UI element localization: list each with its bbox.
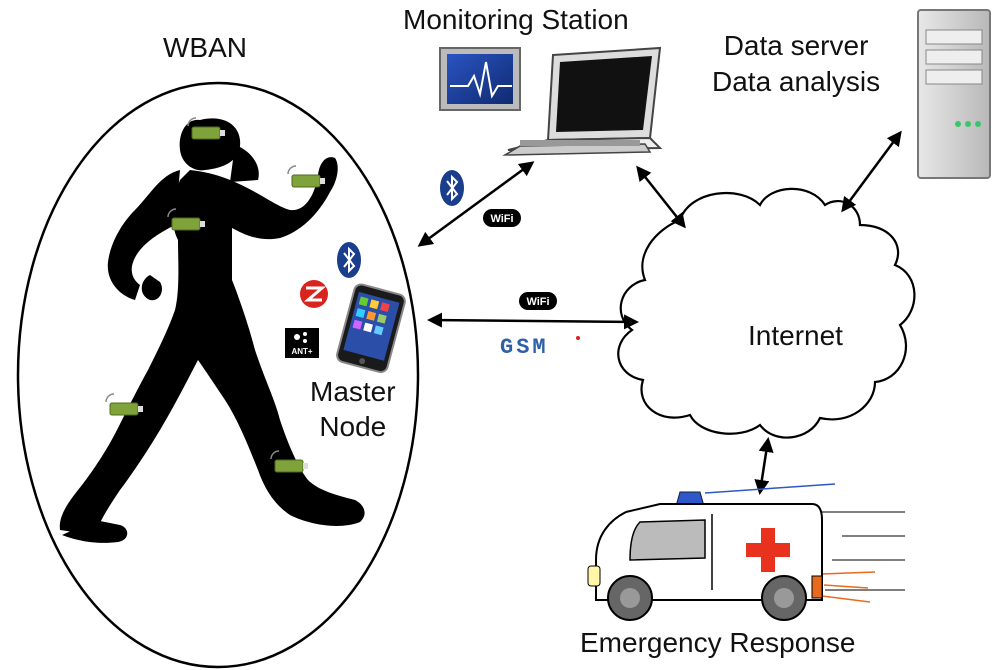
data-server-label: Data server Data analysis [712,28,880,100]
master-node-line1: Master [310,376,396,407]
sensor-chest [167,208,205,231]
ant-plus-icon: ANT+ [285,328,319,358]
wifi-icon-middle: WiFi [519,292,557,310]
master-node-line2: Node [319,411,387,442]
data-server-line1: Data server [723,30,869,61]
arrow-server-internet [841,130,902,213]
wban-ellipse [16,81,420,669]
smartphone-icon [336,283,406,374]
laptop-icon [502,46,663,156]
wifi-label-upper: WiFi [490,213,513,225]
bluetooth-icon [337,242,361,278]
wban-label: WBAN [163,32,247,63]
arrow-wban-monitoring [417,161,535,247]
bluetooth-link-icon [440,170,464,206]
sensor-left-leg [105,393,143,416]
wifi-label-middle: WiFi [526,296,549,308]
master-node-label: Master Node [310,374,396,444]
body-sensors [105,117,325,473]
cloud-icon [617,187,916,439]
server-icon [917,9,991,179]
sensor-head [187,117,225,140]
internet-label: Internet [748,320,843,351]
arrow-master-internet [427,312,639,330]
arrow-internet-ambulance [754,437,774,495]
monitoring-station-label: Monitoring Station [403,4,629,35]
gsm-icon: GSM [500,335,580,360]
wifi-icon: WiFi [483,209,521,227]
data-server-line2: Data analysis [712,66,881,97]
ant-plus-label: ANT+ [291,347,312,356]
sensor-right-leg [270,450,308,473]
ambulance-icon [587,483,905,621]
zigbee-icon [300,280,328,308]
sensor-wrist [287,165,325,188]
emergency-response-label: Emergency Response [580,627,856,658]
monitor-icon [439,47,521,111]
gsm-label: GSM [500,335,549,360]
arrow-monitoring-internet [636,165,686,229]
